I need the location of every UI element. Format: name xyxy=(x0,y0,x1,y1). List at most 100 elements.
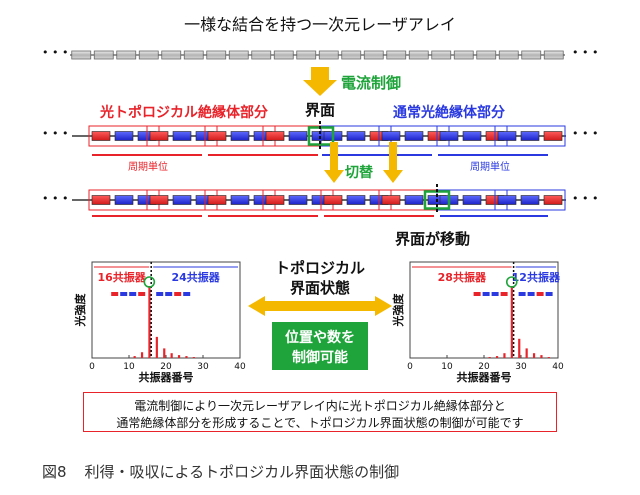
resonator xyxy=(93,50,114,60)
resonator xyxy=(183,50,204,60)
resonator xyxy=(543,50,564,60)
ellipsis-right-1: • • • xyxy=(572,46,598,59)
x-tick-label: 0 xyxy=(407,362,413,372)
loss-resonator xyxy=(404,195,424,205)
x-tick-label: 10 xyxy=(123,362,135,372)
peak-marker xyxy=(143,276,156,288)
mini-resonator xyxy=(174,292,182,296)
intensity-bar xyxy=(163,348,166,358)
uniform-laser-array xyxy=(70,50,565,60)
intensity-bar xyxy=(488,357,491,358)
unit-cell-label-right: 周期単位 xyxy=(470,160,510,173)
intensity-bar xyxy=(177,355,181,358)
mini-resonator xyxy=(473,292,481,296)
normal-part-label: 通常光絶縁体部分 xyxy=(393,104,505,121)
x-tick-label: 30 xyxy=(197,362,209,372)
gain-resonator xyxy=(543,131,563,141)
mini-resonator xyxy=(129,292,137,296)
mini-resonator xyxy=(165,292,173,296)
mini-resonator xyxy=(111,292,119,296)
x-axis-label: 共振器番号 xyxy=(457,370,512,384)
loss-resonator xyxy=(520,131,540,141)
loss-resonator xyxy=(172,195,192,205)
mini-resonator xyxy=(138,292,146,296)
x-tick-label: 30 xyxy=(515,362,527,372)
explanation-line-2: 通常絶縁体部分を形成することで、トポロジカル界面状態の制御が可能です xyxy=(116,416,524,430)
mini-resonator xyxy=(491,292,499,296)
unit-cell-label-left: 周期単位 xyxy=(128,160,168,173)
controllable-box xyxy=(272,322,368,370)
resonator xyxy=(521,50,542,60)
resonator xyxy=(273,50,294,60)
x-tick-label: 0 xyxy=(89,362,95,372)
y-axis-label: 光強度 xyxy=(73,293,87,328)
resonator xyxy=(138,50,159,60)
mini-resonator xyxy=(545,292,553,296)
current-control-arrow xyxy=(303,67,337,96)
intensity-bar xyxy=(547,357,550,358)
intensity-bar xyxy=(155,336,158,358)
loss-resonator xyxy=(462,131,482,141)
gain-resonator xyxy=(207,131,227,141)
mini-resonator xyxy=(482,292,490,296)
resonator xyxy=(386,50,407,60)
left-count-label: 28共振器 xyxy=(438,270,487,284)
right-count-label: 24共振器 xyxy=(171,270,220,284)
loss-resonator xyxy=(520,195,540,205)
gain-resonator xyxy=(149,195,169,205)
gain-resonator xyxy=(265,195,285,205)
resonator xyxy=(251,50,272,60)
resonator xyxy=(318,50,339,60)
intensity-bar xyxy=(525,348,528,358)
intensity-bar xyxy=(495,356,499,358)
x-tick-label: 10 xyxy=(441,362,453,372)
resonator xyxy=(363,50,384,60)
mini-resonator xyxy=(183,292,191,296)
gain-resonator xyxy=(323,195,343,205)
x-tick-label: 20 xyxy=(478,362,490,372)
x-tick-label: 20 xyxy=(160,362,172,372)
intensity-bar xyxy=(148,286,151,358)
intensity-bar xyxy=(532,353,536,358)
laser-array-before-switch xyxy=(72,125,566,147)
x-tick-label: 40 xyxy=(552,362,564,372)
resonator xyxy=(476,50,497,60)
resonator xyxy=(431,50,452,60)
ellipsis-left-2: • • • xyxy=(42,127,68,140)
intensity-bar xyxy=(133,356,136,358)
laser-array-after-switch xyxy=(72,189,566,211)
switch-arrows xyxy=(324,142,403,183)
loss-resonator xyxy=(230,131,250,141)
mini-array-icon xyxy=(111,292,191,296)
figure-number: 図8 xyxy=(42,463,67,481)
resonator xyxy=(161,50,182,60)
gain-resonator xyxy=(265,131,285,141)
ellipsis-left-1: • • • xyxy=(42,46,68,59)
gain-resonator xyxy=(543,195,563,205)
loss-resonator xyxy=(346,131,366,141)
loss-resonator xyxy=(462,195,482,205)
resonator xyxy=(228,50,249,60)
topo-part-label: 光トポロジカル絶縁体部分 xyxy=(99,104,268,121)
unit-cell-frame xyxy=(494,189,566,211)
intensity-bar xyxy=(510,286,513,358)
intensity-bar xyxy=(192,357,195,358)
peak-marker xyxy=(505,276,518,288)
resonator xyxy=(296,50,317,60)
y-axis-label: 光強度 xyxy=(391,293,405,328)
current-control-label: 電流制御 xyxy=(341,74,401,92)
gain-resonator xyxy=(381,195,401,205)
mini-resonator xyxy=(120,292,128,296)
resonator xyxy=(341,50,362,60)
resonator xyxy=(453,50,474,60)
interface-label: 界面 xyxy=(305,101,335,119)
topo-state-label-line2: 界面状態 xyxy=(290,279,350,297)
x-axis-label: 共振器番号 xyxy=(139,370,194,384)
controllable-label-line1: 位置や数を xyxy=(285,329,355,346)
gain-resonator xyxy=(149,131,169,141)
loss-resonator xyxy=(114,131,134,141)
ellipsis-right-3: • • • xyxy=(572,192,598,205)
